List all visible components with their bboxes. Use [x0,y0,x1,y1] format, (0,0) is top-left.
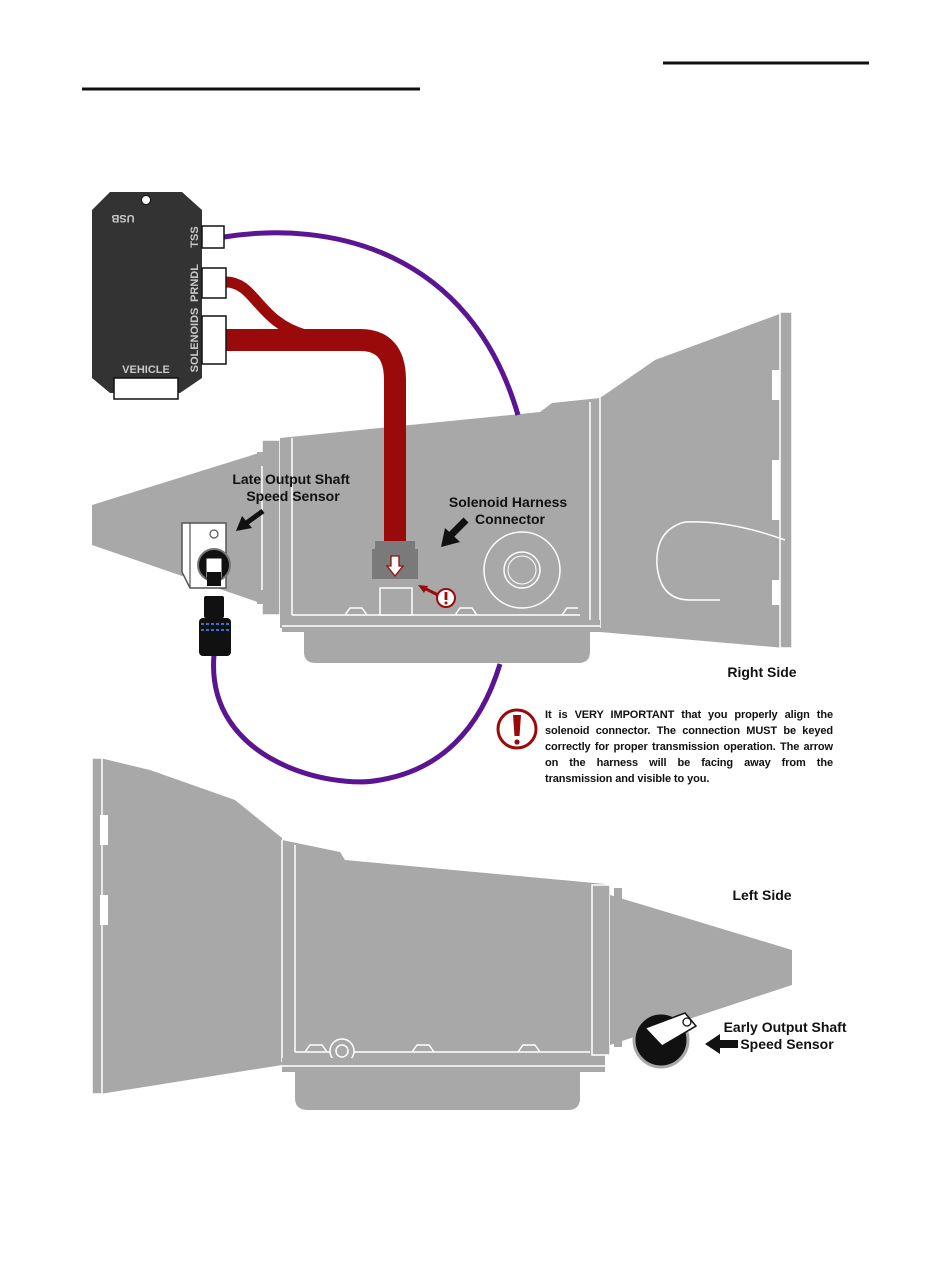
tss-port-label: TSS [189,226,201,247]
late-oss-label-line1: Late Output Shaft [232,471,350,487]
transmission-left-side [91,757,792,1110]
left-side-label: Left Side [732,887,791,903]
early-oss-arrow-icon [705,1034,738,1054]
late-oss-label: Late Output Shaft Speed Sensor [232,471,353,504]
solenoid-harness-label-line2: Connector [475,511,546,527]
solenoids-port [201,315,227,365]
tss-wire [223,230,521,416]
early-oss-label: Early Output Shaft Speed Sensor [724,1019,851,1052]
solenoid-harness-label-line1: Solenoid Harness [449,494,567,510]
right-side-label: Right Side [727,664,796,680]
controller-module: USB VEHICLE TSS PRNDL SOLENOIDS [92,192,227,400]
late-oss-arrow-icon [236,508,265,531]
vehicle-label: VEHICLE [122,364,170,376]
solenoid-harness-arrow-icon [441,517,469,547]
solenoids-port-label: SOLENOIDS [189,308,201,373]
tss-port [201,225,225,249]
late-oss-label-line2: Speed Sensor [246,488,340,504]
mount-hole [141,195,151,205]
vehicle-connector [113,377,179,400]
connector-alert-icon [418,585,456,608]
keyed-arrow-icon [385,555,405,578]
prndl-port-label: PRNDL [189,264,201,302]
solenoid-harness-connector [372,541,418,579]
oss-wire [211,654,503,785]
late-oss-sensor [181,522,231,656]
prndl-harness-cable [225,276,307,341]
prndl-port [201,267,227,299]
warning-text: It is VERY IMPORTANT that you properly a… [545,709,833,785]
early-oss-label-line2: Speed Sensor [740,1036,834,1052]
warning-icon [496,708,538,750]
early-oss-label-line1: Early Output Shaft [724,1019,847,1035]
early-oss-sensor [632,1011,698,1069]
solenoid-harness-cable [226,329,406,548]
usb-label: USB [111,212,134,224]
solenoid-harness-label: Solenoid Harness Connector [449,494,571,527]
